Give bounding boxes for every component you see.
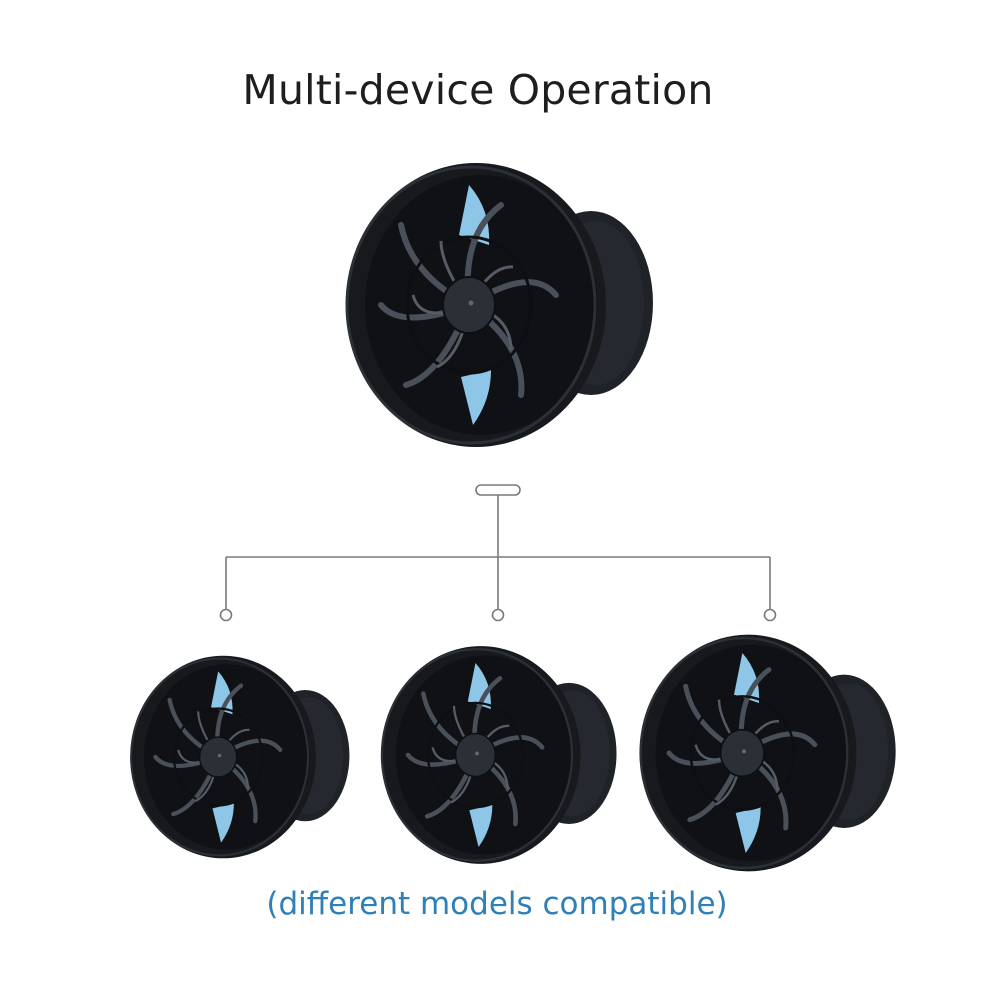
- compatibility-caption: (different models compatible): [266, 886, 728, 922]
- node-point: [763, 608, 777, 622]
- wave-pump-icon: [126, 650, 356, 864]
- wave-pump-icon: [375, 640, 625, 870]
- page-title: Multi-device Operation: [242, 66, 714, 114]
- controller-connector: [475, 484, 521, 496]
- wave-pump-icon: [634, 628, 904, 878]
- node-point: [491, 608, 505, 622]
- node-point: [219, 608, 233, 622]
